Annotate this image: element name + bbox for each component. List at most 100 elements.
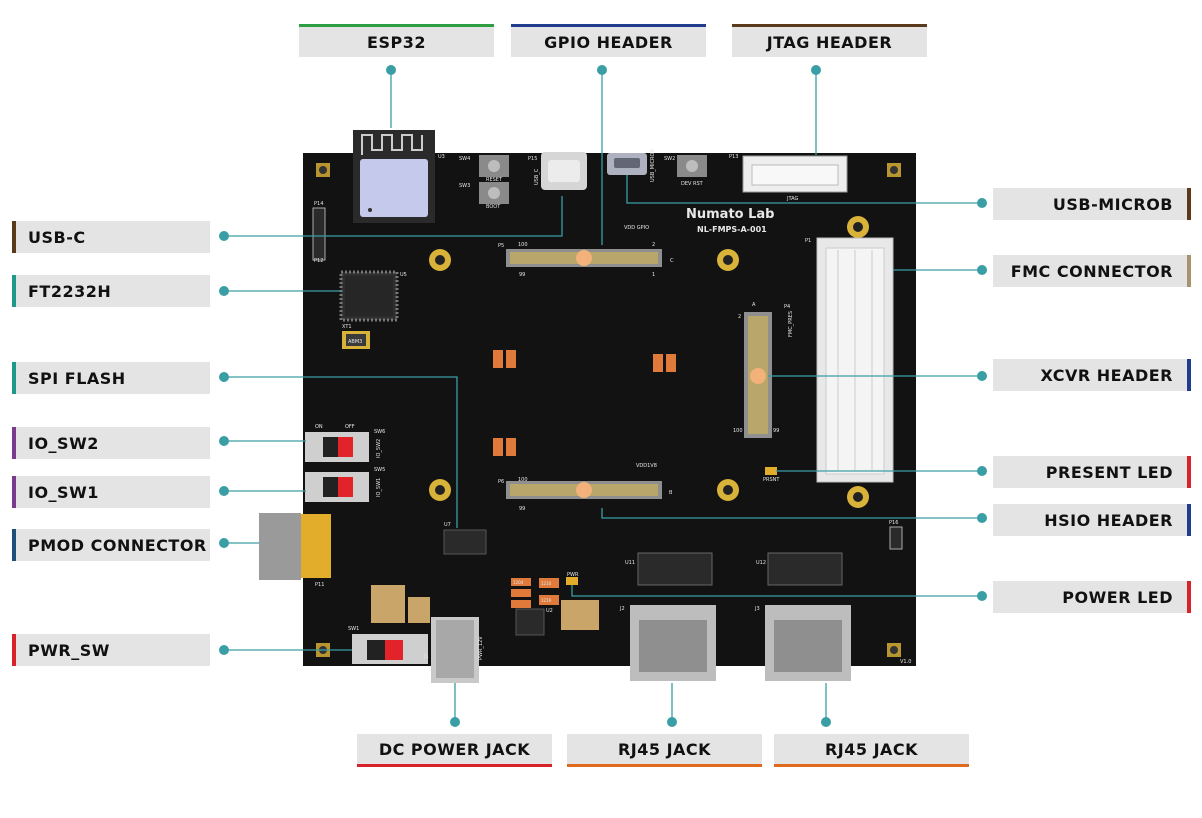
- model-text: NL-FMPS-A-001: [697, 225, 767, 234]
- label-rj45-jack-2: RJ45 JACK: [774, 734, 969, 764]
- gpio-pin-2: 2: [652, 242, 655, 248]
- label-usb-microb: USB-MICROB: [993, 188, 1187, 220]
- callout-accents: [12, 24, 1191, 767]
- sw6-silk: SW6: [374, 429, 385, 435]
- version-text: V1.0: [900, 659, 911, 665]
- usb-microb-silk: USB_MICROB: [650, 149, 656, 182]
- label-xcvr-header: XCVR HEADER: [993, 359, 1187, 391]
- gpio-pin-99: 99: [519, 272, 525, 278]
- label-rj45-jack-1: RJ45 JACK: [567, 734, 762, 764]
- u2-silk: U2: [546, 608, 553, 614]
- xt1-silk: XT1: [342, 324, 352, 330]
- xcvr-pin-a: A: [752, 302, 756, 308]
- label-power-led: POWER LED: [993, 581, 1187, 613]
- fmc-pres-silk: FMC_PRES: [788, 311, 794, 337]
- ft2232h-chip: [339, 270, 399, 322]
- p16-silk: P16: [889, 520, 898, 526]
- power-led-component: [566, 577, 578, 585]
- present-led-component: [765, 467, 777, 475]
- dc-power-jack-body: [431, 617, 479, 683]
- label-dc-power-jack: DC POWER JACK: [357, 734, 552, 764]
- label-jtag-header: JTAG HEADER: [732, 27, 927, 57]
- p1-silk: P1: [805, 238, 811, 244]
- hsio-pin-b: B: [669, 490, 673, 496]
- j1-silk: J1: [423, 654, 429, 660]
- sw1-silk: SW1: [348, 626, 359, 632]
- u5-silk: U5: [400, 272, 407, 278]
- fmc-connector-body: [816, 237, 894, 483]
- gpio-pin-100: 100: [518, 242, 528, 248]
- pwr-silk: PWR: [567, 572, 579, 578]
- leader-endpoints: [219, 65, 987, 727]
- reset-silk: RESET: [486, 177, 503, 183]
- label-usb-c: USB-C: [16, 221, 210, 253]
- label-spi-flash: SPI FLASH: [16, 362, 210, 394]
- u11-silk: U11: [625, 560, 635, 566]
- esp32-module: [353, 130, 435, 223]
- dev-rst-silk: DEV RST: [681, 181, 704, 187]
- xcvr-header-connector: [744, 312, 772, 438]
- rj45-jack-2-body: [765, 605, 851, 681]
- io-sw1-switch[interactable]: [305, 472, 369, 502]
- off-silk: OFF: [345, 424, 355, 430]
- corner-pads: [316, 163, 901, 657]
- pwr-12v-silk: PWR_12V: [478, 636, 484, 660]
- p14-silk: P14: [314, 201, 323, 207]
- resistor-1219: 1219: [541, 598, 552, 603]
- label-ft2232h: FT2232H: [16, 275, 210, 307]
- usb-c-silk: USB_C: [534, 168, 540, 185]
- on-silk: ON: [315, 424, 323, 430]
- vdd-gpio-silk: VDD GPIO: [624, 225, 649, 231]
- rj45-jack-1-body: [630, 605, 716, 681]
- mounting-holes: [429, 216, 869, 508]
- pmod-connector-body: [259, 513, 331, 580]
- sw2-silk: SW2: [664, 156, 675, 162]
- phy-chip-u12: [767, 552, 843, 586]
- gpio-header-connector: [506, 249, 662, 267]
- label-io-sw2: IO_SW2: [16, 427, 210, 459]
- xcvr-pin-100: 100: [733, 428, 743, 434]
- p12-silk: P12: [314, 258, 323, 264]
- reset-button[interactable]: [479, 155, 509, 177]
- jtag-silk: JTAG: [786, 196, 798, 202]
- jtag-header-connector: [742, 155, 848, 193]
- p4-silk: P4: [784, 304, 790, 310]
- vdd-1v8-silk: VDD1V8: [636, 463, 657, 469]
- silkscreen: Numato Lab NL-FMPS-A-001 V1.0 JTAG RESET…: [314, 149, 911, 665]
- gpio-pin-1: 1: [652, 272, 655, 278]
- crystal-silk: ABM3: [348, 339, 362, 345]
- brand-text: Numato Lab: [686, 207, 775, 222]
- p11-silk: P11: [315, 582, 324, 588]
- label-io-sw1: IO_SW1: [16, 476, 210, 508]
- u3-silk: U3: [438, 154, 445, 160]
- sw4-silk: SW4: [459, 156, 470, 162]
- u12-silk: U12: [756, 560, 766, 566]
- leader-lines: [224, 70, 982, 722]
- present-silk: PRSNT: [763, 477, 780, 483]
- label-esp32: ESP32: [299, 27, 494, 57]
- hsio-pin-100: 100: [518, 477, 528, 483]
- pwr-switch[interactable]: [352, 634, 428, 664]
- label-fmc-connector: FMC CONNECTOR: [993, 255, 1187, 287]
- label-gpio-header: GPIO HEADER: [511, 27, 706, 57]
- label-pwr-sw: PWR_SW: [16, 634, 210, 666]
- label-pmod-connector: PMOD CONNECTOR: [16, 529, 210, 561]
- tantalum-capacitor: [371, 585, 405, 623]
- dev-rst-button[interactable]: [677, 155, 707, 177]
- phy-chip-u11: [637, 552, 713, 586]
- p6-silk: P6: [498, 479, 504, 485]
- sw5-silk: SW5: [374, 467, 385, 473]
- resistor-1210: 1210: [541, 581, 552, 586]
- p13-silk: P13: [729, 154, 738, 160]
- p5-silk: P5: [498, 243, 504, 249]
- j3-silk: J3: [754, 606, 760, 612]
- xcvr-pin-2: 2: [738, 314, 741, 320]
- io-sw2-switch[interactable]: [305, 432, 369, 462]
- xcvr-pin-99: 99: [773, 428, 779, 434]
- j2-silk: J2: [619, 606, 625, 612]
- label-hsio-header: HSIO HEADER: [993, 504, 1187, 536]
- hsio-header-connector: [506, 481, 662, 499]
- boot-button[interactable]: [479, 182, 509, 204]
- label-present-led: PRESENT LED: [993, 456, 1187, 488]
